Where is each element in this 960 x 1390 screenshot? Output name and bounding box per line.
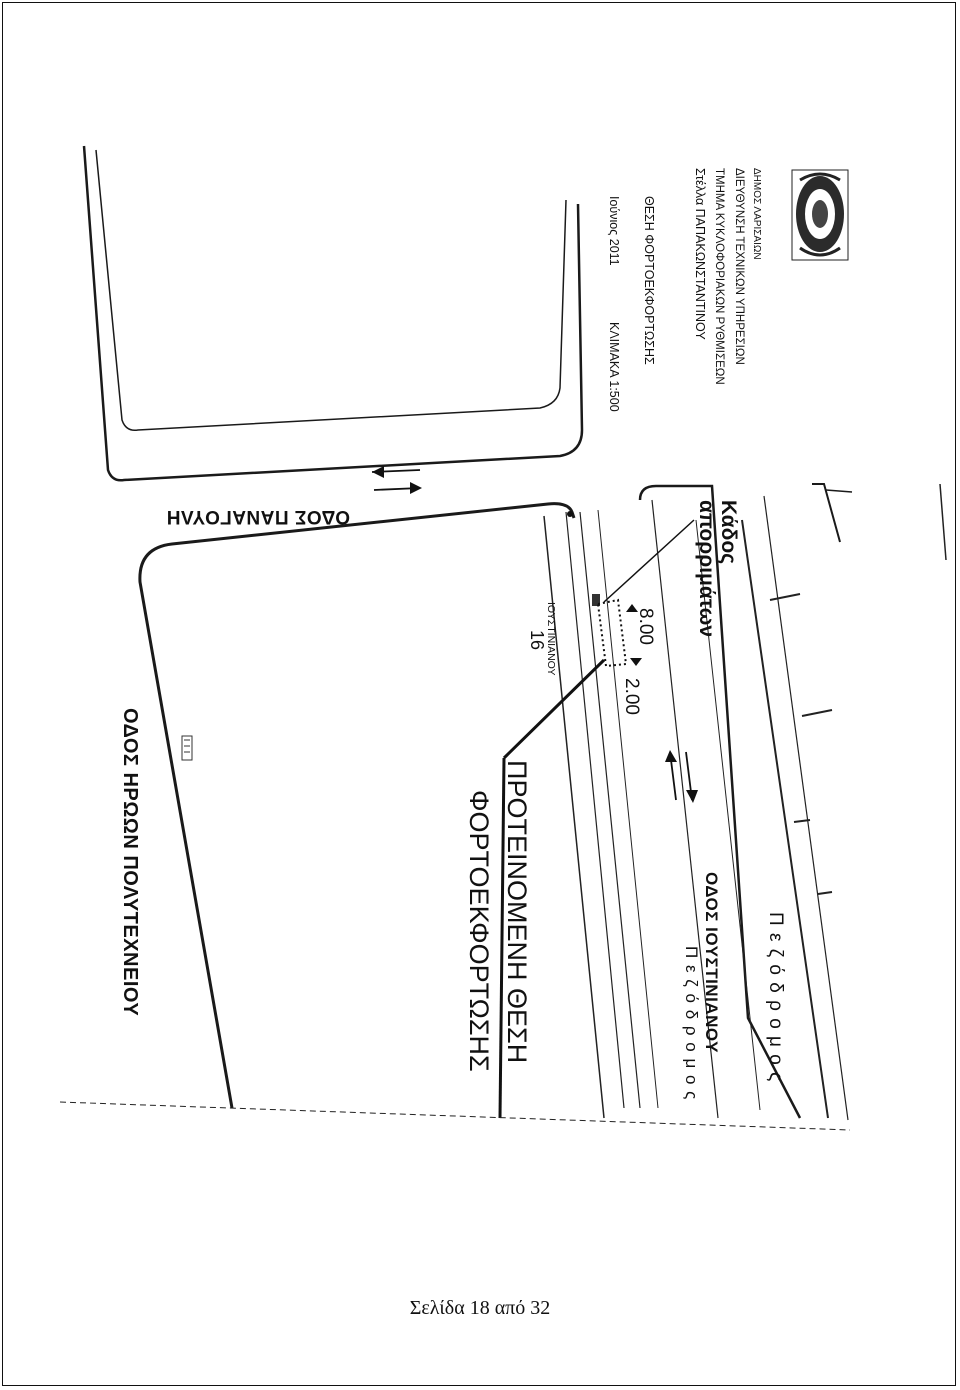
right-edge-marks xyxy=(769,483,947,895)
block-top-left xyxy=(82,145,584,482)
direction-arrows-panagouli xyxy=(371,466,422,494)
waste-bin-icon xyxy=(592,594,600,606)
dim-width-label: 2.00 xyxy=(621,678,642,715)
address-street-label: ΙΟΥΣΤΙΝΙΑΝΟΥ xyxy=(545,602,557,676)
direction-arrows-ioustinianou xyxy=(665,750,698,803)
proposed-label-line1: ΠΡΟΤΕΙΝΟΜΕΝΗ ΘΕΣΗ xyxy=(502,760,532,1063)
proposed-location-annotation: ΠΡΟΤΕΙΝΟΜΕΝΗ ΘΕΣΗ ΦΟΡΤΟΕΚΦΟΡΤΩΣΗΣ xyxy=(464,658,606,1119)
street-panagouli-label: ΟΔΟΣ ΠΑΝΑΓΟΥΛΗ xyxy=(166,506,350,527)
header-department: ΤΜΗΜΑ ΚΥΚΛΟΦΟΡΙΑΚΩΝ ΡΥΘΜΙΣΕΩΝ xyxy=(713,168,725,385)
header-block: ΔΗΜΟΣ ΛΑΡΙΣΑΙΩΝ ΔΙΕΥΘΥΝΣΗ ΤΕΧΝΙΚΩΝ ΥΠΗΡΕ… xyxy=(607,168,762,412)
street-ioustinianou-label: ΟΔΟΣ ΙΟΥΣΤΙΝΙΑΝΟΥ xyxy=(702,872,721,1053)
map-bottom-boundary xyxy=(59,1101,851,1131)
bin-annotation: Κάδος απορριμάτων xyxy=(592,500,740,637)
proposed-label-line2: ΦΟΡΤΟΕΚΦΟΡΤΩΣΗΣ xyxy=(464,790,494,1072)
page-number: Σελίδα 18 από 32 xyxy=(409,1297,551,1319)
header-directorate: ΔΙΕΥΘΥΝΣΗ ΤΕΧΝΙΚΩΝ ΥΠΗΡΕΣΙΩΝ xyxy=(733,168,745,365)
street-panagouli: ΟΔΟΣ ΠΑΝΑΓΟΥΛΗ xyxy=(166,466,422,527)
header-person: Στέλλα ΠΑΠΑΚΩΝΣΤΑΝΤΙΝΟΥ xyxy=(693,168,707,340)
header-subject: ΘΕΣΗ ΦΟΡΤΟΕΚΦΟΡΤΩΣΗΣ xyxy=(642,196,656,365)
header-date: Ιούνιος 2011 xyxy=(607,196,621,266)
block-main xyxy=(138,502,576,1109)
dim-length-label: 8.00 xyxy=(635,608,656,645)
loading-zone: 8.00 2.00 xyxy=(596,598,656,715)
sidewalk-label-bottom: Π ε ζ ό δ ρ ο μ ο ς xyxy=(682,946,701,1100)
sidewalk-label-top: Π ε ζ ό δ ρ ο μ ο ς xyxy=(765,912,786,1082)
street-ioustinianou-lines xyxy=(543,484,849,1121)
bin-label-line2: απορριμάτων xyxy=(695,500,718,637)
address-number-label: 16 xyxy=(527,630,547,650)
municipality-seal-icon xyxy=(791,169,849,261)
street-iroon-polytechneiou-label: ΟΔΟΣ ΗΡΩΩΝ ΠΟΛΥΤΕΧΝΕΙΟΥ xyxy=(119,708,141,1016)
header-scale: ΚΛΙΜΑΚΑ 1:500 xyxy=(607,322,621,412)
bin-label-line1: Κάδος xyxy=(717,500,740,564)
header-municipality: ΔΗΜΟΣ ΛΑΡΙΣΑΙΩΝ xyxy=(751,168,762,260)
